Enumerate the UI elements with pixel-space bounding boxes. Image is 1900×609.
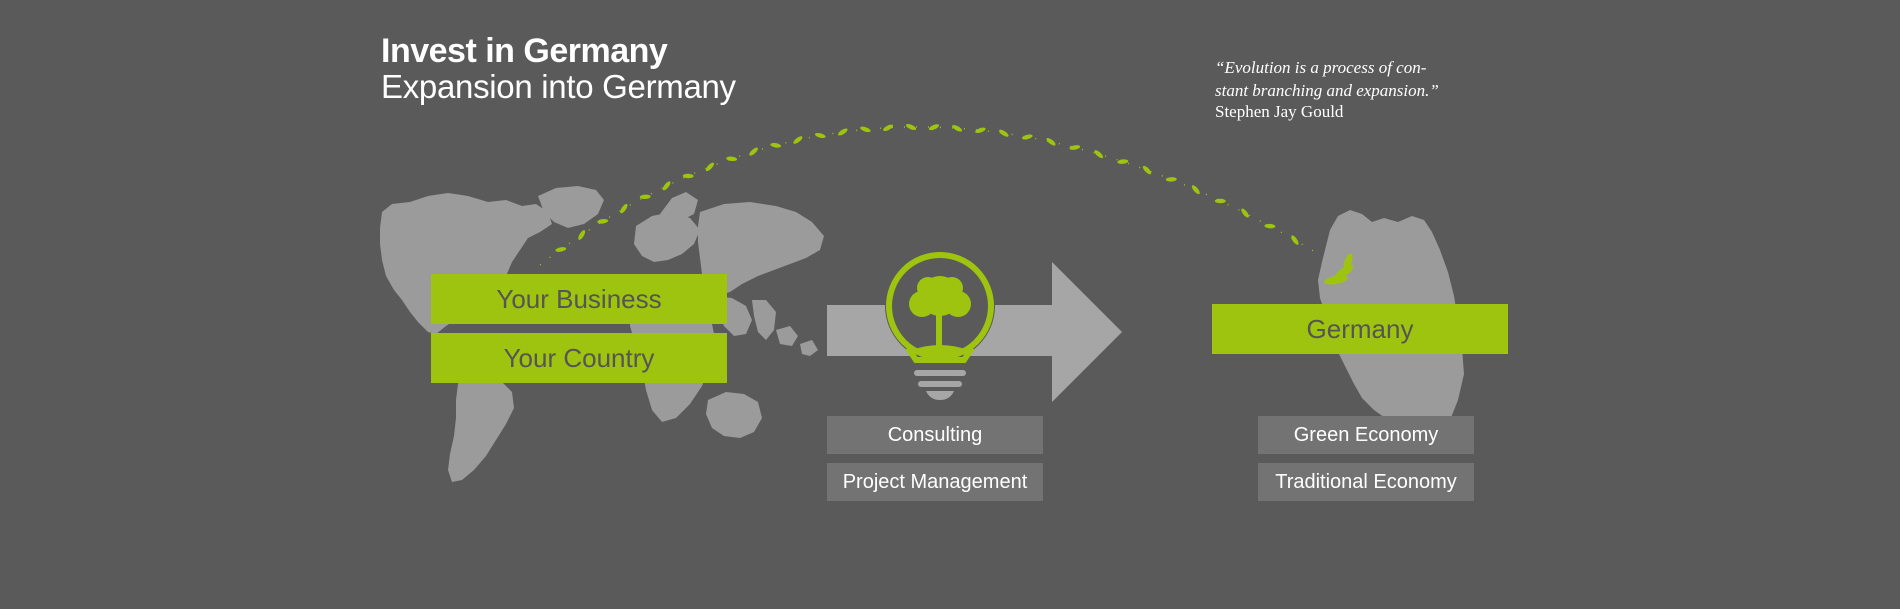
leaf-icon: [838, 128, 848, 136]
your-business-box: Your Business: [431, 274, 727, 324]
leaf-icon: [975, 127, 986, 134]
green-economy-label: Green Economy: [1293, 423, 1439, 446]
leaf-icon: [726, 156, 738, 162]
leaf-icon: [1021, 134, 1033, 140]
your-country-label: Your Country: [503, 342, 655, 373]
lightbulb-tree-icon: [885, 251, 995, 400]
quote-text: “Evolution is a process of con- stant br…: [1215, 56, 1505, 102]
leaf-icon: [1046, 138, 1056, 146]
traditional-economy-label: Traditional Economy: [1275, 470, 1457, 493]
leaf-icon: [1117, 159, 1129, 164]
leaf-icon: [1291, 235, 1299, 245]
leaf-icon: [770, 142, 782, 148]
traditional-economy-box: Traditional Economy: [1258, 463, 1474, 501]
leaf-icon: [749, 147, 758, 156]
page-subtitle: Expansion into Germany: [381, 68, 736, 105]
leaf-icon: [793, 136, 803, 144]
leaf-icon: [1142, 165, 1152, 175]
leaf-icon: [905, 123, 917, 131]
leaf-icon: [620, 203, 628, 214]
consulting-box: Consulting: [827, 416, 1043, 454]
leaf-icon: [1241, 208, 1249, 218]
leaf-icon: [578, 230, 586, 240]
leaf-icon: [860, 126, 871, 133]
leaf-icon: [814, 132, 826, 139]
germany-box: Germany: [1212, 304, 1508, 354]
green-economy-box: Green Economy: [1258, 416, 1474, 454]
leaf-icon: [999, 129, 1009, 137]
leaf-icon: [662, 181, 671, 191]
leaf-icon: [883, 124, 894, 132]
germany-label: Germany: [1306, 313, 1414, 344]
leaf-icon: [555, 247, 567, 252]
leaf-icon: [682, 173, 694, 179]
quote-line: “Evolution is a process of con-: [1215, 58, 1427, 77]
quote-line: stant branching and expansion.”: [1215, 81, 1439, 100]
your-business-label: Your Business: [496, 283, 662, 314]
leaf-icon: [639, 194, 651, 200]
leaf-icon: [597, 219, 609, 224]
leaf-icon: [1191, 185, 1200, 195]
leaf-icon: [705, 162, 715, 172]
page-title: Invest in Germany: [381, 32, 668, 70]
leaf-trail-icon: [539, 123, 1354, 285]
leaf-icon: [952, 125, 963, 132]
project-management-box: Project Management: [827, 463, 1043, 501]
your-country-box: Your Country: [431, 333, 727, 383]
leaf-icon: [1094, 150, 1104, 159]
consulting-label: Consulting: [887, 423, 983, 446]
leaf-icon: [1069, 145, 1081, 150]
leaf-icon: [1214, 198, 1226, 204]
project-management-label: Project Management: [842, 470, 1028, 493]
world-map-icon: [380, 186, 824, 482]
quote-author: Stephen Jay Gould: [1215, 102, 1344, 121]
leaf-icon: [1264, 223, 1276, 229]
leaf-icon: [928, 124, 940, 131]
leaf-icon: [1165, 177, 1177, 182]
